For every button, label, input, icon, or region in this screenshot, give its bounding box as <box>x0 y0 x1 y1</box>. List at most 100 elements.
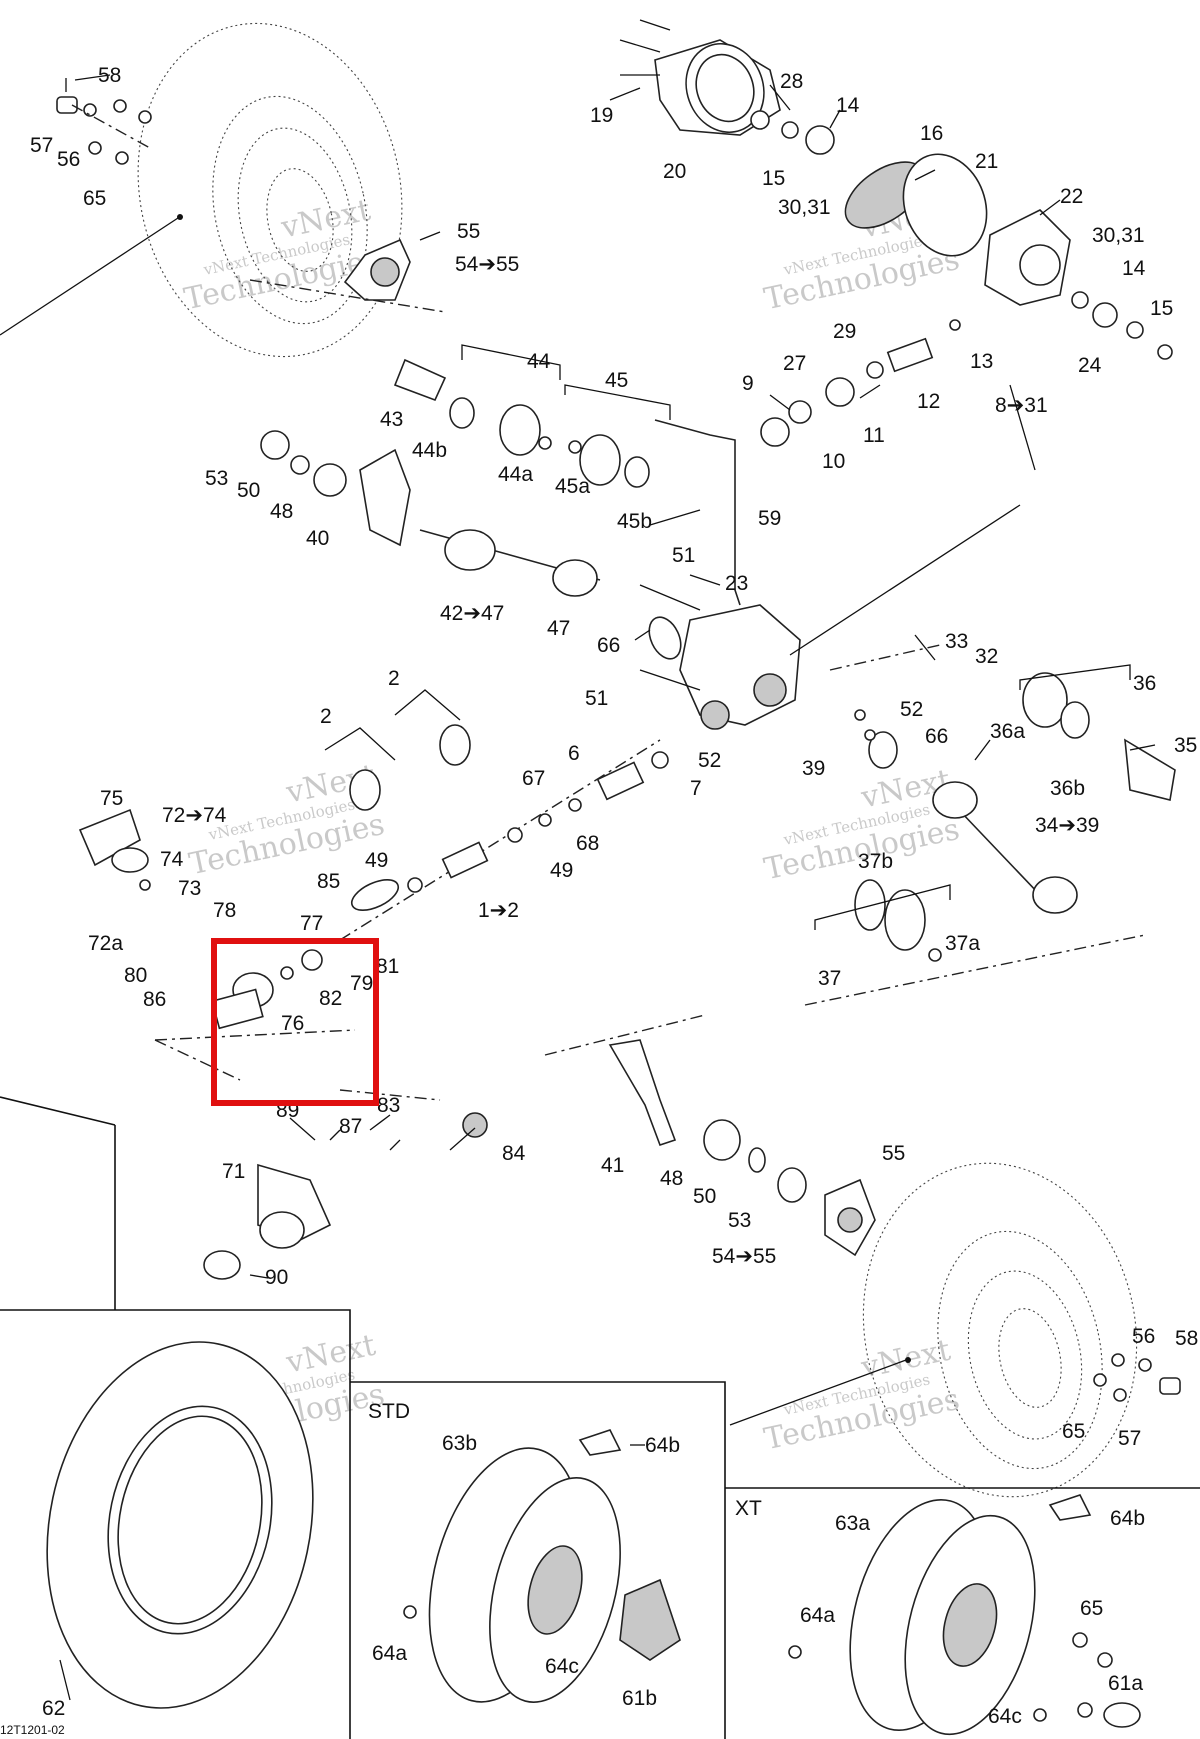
callout: 52 <box>900 698 923 721</box>
callout: 44b <box>412 439 447 462</box>
callout: 66 <box>925 725 948 748</box>
callout: 28 <box>780 70 803 93</box>
front-left-hub <box>249 231 446 313</box>
callout: 63a <box>835 1512 870 1535</box>
callout: 32 <box>975 645 998 668</box>
callout: 57 <box>1118 1427 1141 1450</box>
callout: 85 <box>317 870 340 893</box>
ring-gear-assembly <box>750 110 988 257</box>
callout: 44 <box>527 350 551 373</box>
breather-hose <box>654 419 741 606</box>
callout: 55 <box>457 220 480 243</box>
callout: 12 <box>917 390 940 413</box>
callout: 83 <box>377 1094 400 1117</box>
callout: 72➔74 <box>162 804 227 827</box>
callout: 14 <box>836 94 860 117</box>
callout: 42➔47 <box>440 602 504 625</box>
callout: 36a <box>990 720 1025 743</box>
callout: 54➔55 <box>455 253 519 276</box>
speed-sensor-assembly <box>78 808 151 891</box>
diagram-code: 12T1201-02 <box>0 1723 65 1737</box>
callout: 64b <box>1110 1507 1145 1530</box>
callout: 37 <box>818 967 841 990</box>
callout: 75 <box>100 787 123 810</box>
xt-panel-label: XT <box>735 1497 762 1520</box>
std-rim-panel: STD <box>350 1381 726 1739</box>
callout: 1➔2 <box>478 899 519 922</box>
callout: 65 <box>1062 1420 1085 1443</box>
callout: 56 <box>1132 1325 1155 1348</box>
callout: 33 <box>945 630 968 653</box>
callout: 56 <box>57 148 80 171</box>
callout: 50 <box>693 1185 716 1208</box>
callout: 64a <box>372 1642 407 1665</box>
callout: 43 <box>380 408 403 431</box>
callout: 41 <box>601 1154 624 1177</box>
callout: 35 <box>1174 734 1197 757</box>
callout: 47 <box>547 617 570 640</box>
callout: 53 <box>728 1209 751 1232</box>
callout: 15 <box>762 167 785 190</box>
callout: 50 <box>237 479 260 502</box>
callout: 27 <box>783 352 806 375</box>
callout: 13 <box>970 350 993 373</box>
callout: 40 <box>306 527 329 550</box>
front-left-wheel <box>0 22 403 358</box>
callout: 82 <box>319 987 342 1010</box>
callout: 61b <box>622 1687 657 1710</box>
callout: 80 <box>124 964 147 987</box>
callout: 20 <box>663 160 686 183</box>
callout: 71 <box>222 1160 245 1183</box>
front-left-knuckle <box>260 430 411 547</box>
xt-rim-panel: XT <box>725 1487 1200 1736</box>
callout: 51 <box>672 544 695 567</box>
callout: 48 <box>270 500 293 523</box>
callout: 90 <box>265 1266 288 1289</box>
callout: 78 <box>213 899 236 922</box>
callout: 68 <box>576 832 599 855</box>
callout: 39 <box>802 757 825 780</box>
callout: 77 <box>300 912 323 935</box>
callout: 14 <box>1122 257 1146 280</box>
callout: 36b <box>1050 777 1085 800</box>
callout: 51 <box>585 687 608 710</box>
callout: 36 <box>1133 672 1156 695</box>
callout: 2 <box>320 705 332 728</box>
front-right-knuckle <box>544 1014 876 1257</box>
callout-labels: 58 57 56 65 55 54➔55 19 20 28 14 15 30,3… <box>30 64 1198 1728</box>
front-left-driveshaft <box>393 344 671 597</box>
front-gearcase <box>639 504 1021 730</box>
callout: 72a <box>88 932 123 955</box>
callout: 63b <box>442 1432 477 1455</box>
callout: 19 <box>590 104 613 127</box>
callout: 66 <box>597 634 620 657</box>
callout: 73 <box>178 877 201 900</box>
callout: 59 <box>758 507 781 530</box>
callout: 84 <box>502 1142 526 1165</box>
front-differential-housing <box>619 19 781 136</box>
callout: 10 <box>822 450 845 473</box>
callout: 45b <box>617 510 652 533</box>
callout: 79 <box>350 972 373 995</box>
callout: 29 <box>833 320 856 343</box>
callout: 65 <box>1080 1597 1103 1620</box>
watermark-1: vNext Technologies vNext Technologies <box>181 193 382 318</box>
tire-panel <box>0 1096 351 1739</box>
callout: 2 <box>388 667 400 690</box>
callout: 22 <box>1060 185 1083 208</box>
pinion-shaft-76 <box>154 949 356 1081</box>
callout: 57 <box>30 134 53 157</box>
callout: 53 <box>205 467 228 490</box>
callout: 23 <box>725 572 748 595</box>
callout: 34➔39 <box>1035 814 1099 837</box>
callout: 55 <box>882 1142 905 1165</box>
callout: 61a <box>1108 1672 1143 1695</box>
callout: 30,31 <box>778 196 831 219</box>
watermark-6: vNext Technologies vNext Technologies <box>761 1333 962 1458</box>
highlight-box <box>211 938 379 1106</box>
callout: 45a <box>555 475 590 498</box>
callout: 64a <box>800 1604 835 1627</box>
callout: 58 <box>1175 1327 1198 1350</box>
diff-cover <box>984 209 1173 360</box>
